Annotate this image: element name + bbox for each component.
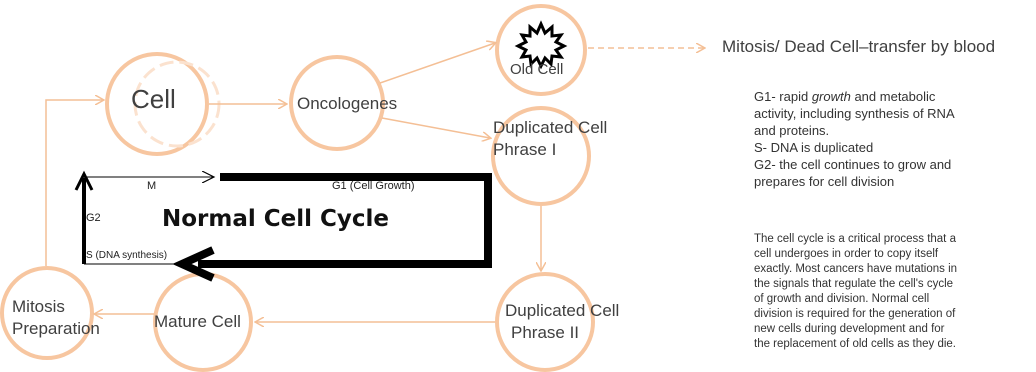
node-dup2-label-1: Duplicated Cell (505, 301, 620, 320)
phase-g1-label: G1 (Cell Growth) (332, 180, 415, 192)
phase-m-label: M (147, 180, 157, 192)
node-old-cell-label: Old Cell (510, 61, 564, 78)
node-mitosis-label-1: Mitosis (12, 297, 65, 316)
node-dup1-label-1: Duplicated Cell (493, 118, 608, 137)
description-line-8: the replacement of old cells as they die… (754, 338, 957, 350)
cycle-title: Normal Cell Cycle (162, 206, 390, 232)
phases-line-3: and proteins. (754, 123, 830, 138)
node-mature-label: Mature Cell (154, 312, 241, 331)
outcome-label: Mitosis/ Dead Cell–transfer by blood (722, 37, 996, 56)
phases-emphasis: growth (811, 89, 851, 104)
phase-g2-label: G2 (86, 212, 101, 224)
phases-note: G1- rapid growth and metabolic activity,… (754, 88, 955, 190)
description-line-7: new cells during development and for (754, 323, 945, 335)
description-line-6: division is required for the generation … (754, 308, 956, 320)
oncogenes-circle (289, 55, 385, 151)
description-line-1: The cell cycle is a critical process tha… (754, 233, 956, 245)
mitosis-circle (0, 266, 94, 360)
node-oncogenes-label: Oncologenes (297, 94, 398, 113)
description-line-2: cell undergoes in order to copy itself (754, 248, 939, 260)
cycle-box (74, 170, 492, 282)
phases-line-1: G1- rapid growth and metabolic (754, 89, 936, 104)
phases-line-6: prepares for cell division (754, 174, 895, 189)
phases-line-2: activity, including synthesis of RNA (754, 106, 955, 121)
node-mitosis-label-2: Preparation (12, 319, 100, 338)
description-line-5: of growth and division. Normal cell (754, 293, 930, 305)
node-dup1-label-2: Phrase I (493, 140, 557, 159)
dup1-circle (491, 106, 591, 206)
dup2-circle (495, 272, 595, 372)
node-cell-label: Cell (131, 84, 176, 114)
phase-s-label: S (DNA synthesis) (86, 250, 168, 261)
phases-line-5: G2- the cell continues to grow and (754, 157, 952, 172)
description-line-4: the signals that regulate the cell's cyc… (754, 278, 954, 290)
description-note: The cell cycle is a critical process tha… (754, 232, 957, 352)
arrow-oncogenes-oldcell (379, 43, 495, 84)
node-dup2-label-2: Phrase II (511, 323, 580, 342)
arrow-oncogenes-dup1 (381, 117, 490, 138)
phases-line-4: S- DNA is duplicated (754, 140, 874, 155)
dead-cell-icon (514, 20, 568, 70)
description-line-3: exactly. Most cancers have mutations in (754, 263, 958, 275)
arrow-mitosis-cell (45, 100, 103, 266)
